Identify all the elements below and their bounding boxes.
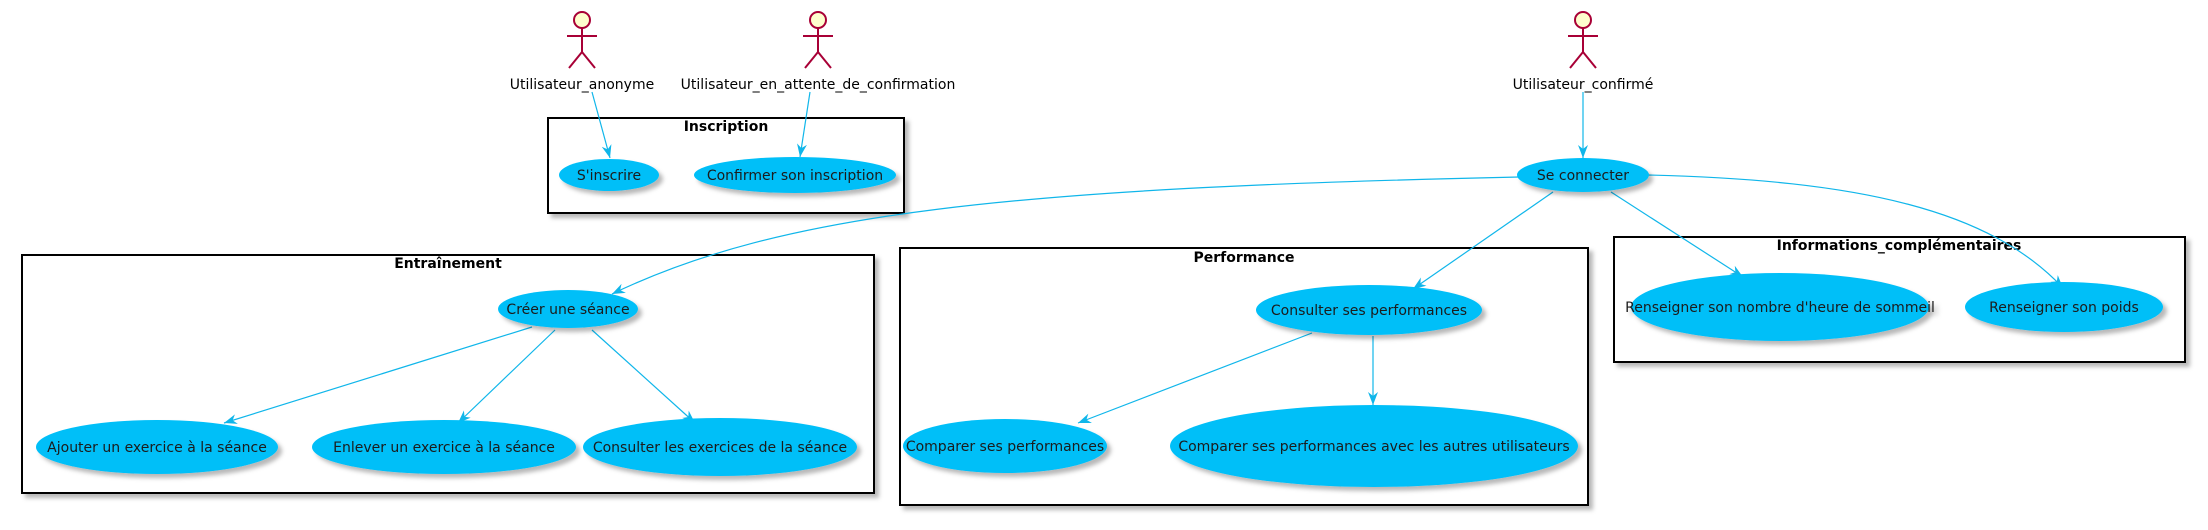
- relations: [223, 91, 2064, 424]
- relation-connecter-creer: [611, 176, 1520, 295]
- actor-label: Utilisateur_confirmé: [1513, 77, 1654, 93]
- usecase-label: Consulter ses performances: [1271, 303, 1467, 319]
- usecase-confirmer-inscription[interactable]: Confirmer son inscription: [694, 157, 896, 193]
- relation-creer-enlever: [457, 329, 556, 424]
- usecase-label: Ajouter un exercice à la séance: [47, 440, 267, 456]
- usecase-comparer-performances[interactable]: Comparer ses performances: [903, 419, 1107, 473]
- usecase-ajouter-exercice[interactable]: Ajouter un exercice à la séance: [36, 420, 278, 474]
- relation-connecter-consulter-perf: [1412, 191, 1554, 290]
- actor-label: Utilisateur_en_attente_de_confirmation: [681, 77, 956, 93]
- relation-consulter-perf-comparer: [1077, 332, 1313, 424]
- usecase-comparer-autres-utilisateurs[interactable]: Comparer ses performances avec les autre…: [1170, 405, 1578, 487]
- actor-utilisateur-anonyme[interactable]: Utilisateur_anonyme: [510, 11, 654, 93]
- usecase-label: Renseigner son nombre d'heure de sommeil: [1625, 300, 1935, 316]
- relation-creer-consulter-ex: [591, 329, 696, 424]
- usecase-label: Enlever un exercice à la séance: [333, 440, 555, 456]
- usecase-label: Consulter les exercices de la séance: [593, 440, 847, 456]
- usecase-label: Renseigner son poids: [1989, 300, 2139, 316]
- package-title: Informations_complémentaires: [1777, 238, 2022, 254]
- usecase-label: Créer une séance: [506, 302, 629, 318]
- usecase-renseigner-poids[interactable]: Renseigner son poids: [1965, 282, 2163, 332]
- relation-attente-confirmer: [797, 91, 811, 158]
- usecase-consulter-performances[interactable]: Consulter ses performances: [1256, 285, 1482, 335]
- package-title: Entraînement: [394, 256, 502, 272]
- relation-connecter-poids: [1647, 174, 2064, 289]
- relation-creer-ajouter: [223, 326, 533, 424]
- usecase-renseigner-sommeil[interactable]: Renseigner son nombre d'heure de sommeil: [1625, 273, 1935, 341]
- usecase-sinscrire[interactable]: S'inscrire: [559, 159, 659, 191]
- package-title: Performance: [1193, 250, 1294, 266]
- relation-connecter-sommeil: [1610, 191, 1744, 278]
- usecase-label: Comparer ses performances: [906, 439, 1104, 455]
- usecase-creer-seance[interactable]: Créer une séance: [498, 290, 638, 328]
- usecase-label: S'inscrire: [577, 168, 641, 184]
- usecase-se-connecter[interactable]: Se connecter: [1517, 158, 1649, 192]
- usecase-consulter-exercices[interactable]: Consulter les exercices de la séance: [583, 418, 857, 476]
- actor-utilisateur-confirme[interactable]: Utilisateur_confirmé: [1513, 11, 1654, 93]
- actor-utilisateur-en-attente[interactable]: Utilisateur_en_attente_de_confirmation: [681, 11, 956, 93]
- usecase-label: Se connecter: [1537, 168, 1629, 184]
- usecase-label: Confirmer son inscription: [707, 168, 883, 184]
- usecase-enlever-exercice[interactable]: Enlever un exercice à la séance: [312, 420, 576, 474]
- usecase-label: Comparer ses performances avec les autre…: [1178, 439, 1569, 455]
- package-title: Inscription: [684, 119, 769, 135]
- actor-label: Utilisateur_anonyme: [510, 77, 654, 93]
- relation-anon-sinscrire: [591, 91, 612, 159]
